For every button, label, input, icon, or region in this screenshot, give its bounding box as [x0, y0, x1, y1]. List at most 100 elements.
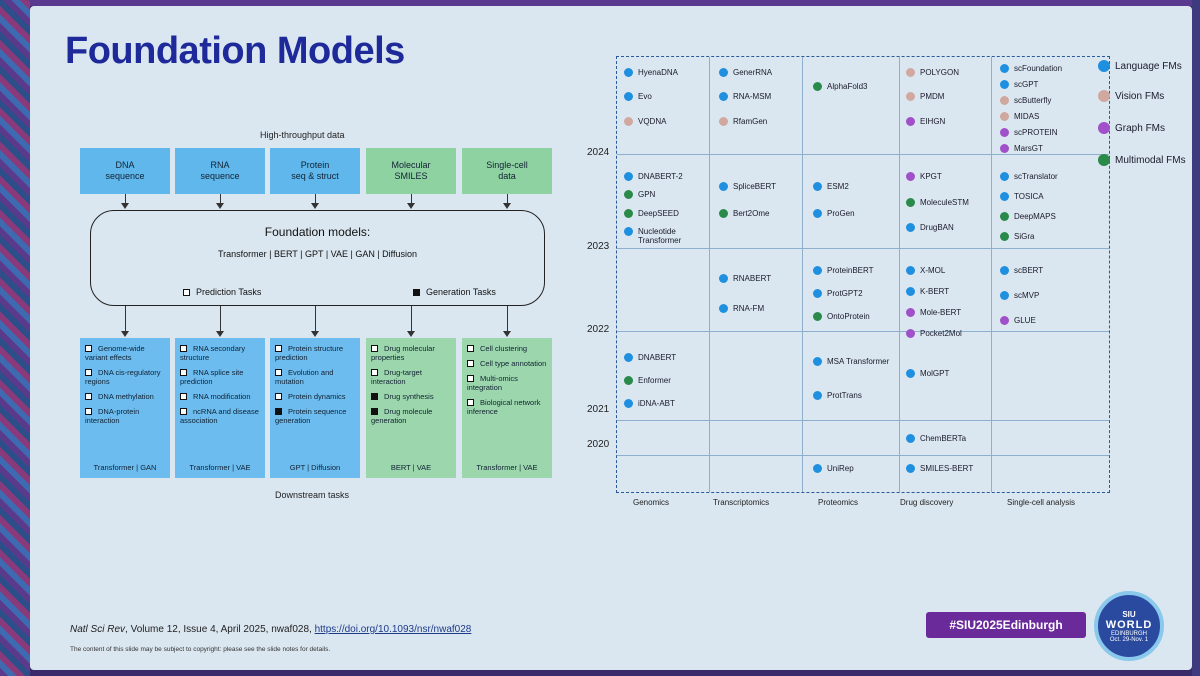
model-name: DeepSEED: [638, 209, 679, 218]
top-box-rna: RNA sequence: [175, 148, 265, 194]
model-item: iDNA-ABT: [624, 399, 675, 408]
prediction-tasks: Prediction Tasks: [183, 287, 261, 297]
model-item: SpliceBERT: [719, 182, 776, 191]
task-item: DNA cis-regulatory regions: [85, 368, 161, 386]
model-type-dot-icon: [624, 117, 633, 126]
model-item: AlphaFold3: [813, 82, 867, 91]
open-square-icon: [467, 399, 474, 406]
task-item: Cell clustering: [467, 344, 547, 353]
model-name: ESM2: [827, 182, 849, 191]
model-name: ProtTrans: [827, 391, 862, 400]
year-label: 2023: [587, 241, 610, 252]
model-name: SpliceBERT: [733, 182, 776, 191]
model-type-dot-icon: [1000, 64, 1009, 73]
model-type-dot-icon: [719, 274, 728, 283]
model-name: DNABERT-2: [638, 172, 683, 181]
model-name: EIHGN: [920, 117, 946, 126]
model-item: POLYGON: [906, 68, 959, 77]
arrow: [411, 194, 412, 204]
model-item: MoleculeSTM: [906, 198, 969, 207]
category-label: Drug discovery: [900, 498, 954, 507]
model-item: DNABERT-2: [624, 172, 683, 181]
arrowhead: [121, 203, 129, 209]
model-name: iDNA-ABT: [638, 399, 675, 408]
open-square-icon: [467, 360, 474, 367]
model-name: TOSICA: [1014, 192, 1044, 201]
model-item: MolGPT: [906, 369, 949, 378]
siu-world-logo: SIU WORLD EDINBURGH Oct. 29-Nov. 1: [1094, 591, 1164, 661]
grid-line: [617, 248, 1109, 249]
model-type-dot-icon: [813, 266, 822, 275]
arrow: [220, 194, 221, 204]
downstream-box-dna: Genome-wide variant effects DNA cis-regu…: [80, 338, 170, 478]
model-name: MoleculeSTM: [920, 198, 969, 207]
model-type-dot-icon: [813, 209, 822, 218]
model-type-dot-icon: [624, 190, 633, 199]
model-name: VQDNA: [638, 117, 667, 126]
open-square-icon: [180, 369, 187, 376]
doi-link[interactable]: https://doi.org/10.1093/nsr/nwaf028: [314, 624, 472, 635]
arrow: [507, 306, 508, 332]
task-item: Protein dynamics: [275, 392, 355, 401]
model-item: VQDNA: [624, 117, 666, 126]
model-type-dot-icon: [906, 434, 915, 443]
model-type-dot-icon: [906, 198, 915, 207]
model-type-dot-icon: [624, 92, 633, 101]
model-name: scBERT: [1014, 266, 1044, 275]
model-name: DeepMAPS: [1014, 212, 1056, 221]
model-type-dot-icon: [1000, 316, 1009, 325]
model-item: ProtTrans: [813, 391, 862, 400]
task-item: RNA modification: [180, 392, 260, 401]
model-item: RNA-MSM: [719, 92, 771, 101]
task-item: Drug molecular properties: [371, 344, 435, 362]
model-type-dot-icon: [624, 376, 633, 385]
model-name: RNA-MSM: [733, 92, 772, 101]
model-item: DNABERT: [624, 353, 676, 362]
model-type-dot-icon: [1000, 232, 1009, 241]
model-type-dot-icon: [719, 117, 728, 126]
model-type-dot-icon: [1000, 144, 1009, 153]
arrowhead: [216, 203, 224, 209]
model-name: Evo: [638, 92, 652, 101]
task-item: ncRNA and disease association: [180, 407, 259, 425]
slide-border-right: [1192, 0, 1200, 676]
model-type-dot-icon: [1000, 80, 1009, 89]
model-type-dot-icon: [624, 227, 633, 236]
model-item: EIHGN: [906, 117, 945, 126]
model-name: UniRep: [827, 464, 854, 473]
category-label: Proteomics: [818, 498, 859, 507]
model-type-dot-icon: [719, 209, 728, 218]
model-name: scButterfly: [1014, 96, 1052, 105]
model-name: ProGen: [827, 209, 855, 218]
year-label: 2020: [587, 439, 610, 450]
model-item: scButterfly: [1000, 96, 1051, 105]
arrowhead: [503, 331, 511, 337]
timeline-grid: [616, 56, 1110, 493]
model-type-dot-icon: [813, 312, 822, 321]
arrow: [315, 194, 316, 204]
model-name: POLYGON: [920, 68, 959, 77]
downstream-box-singlecell: Cell clustering Cell type annotation Mul…: [462, 338, 552, 478]
arrowhead: [407, 331, 415, 337]
model-name: MSA Transformer: [827, 357, 890, 366]
model-type-dot-icon: [813, 391, 822, 400]
model-item: scGPT: [1000, 80, 1038, 89]
model-name: SiGra: [1014, 232, 1035, 241]
box-footer: Transformer | GAN: [93, 463, 157, 472]
open-square-icon: [85, 408, 92, 415]
arrow: [411, 306, 412, 332]
model-item: TOSICA: [1000, 192, 1044, 201]
task-item: RNA splice site prediction: [180, 368, 244, 386]
model-name: DrugBAN: [920, 223, 954, 232]
legend-dot-icon: [1098, 90, 1110, 102]
model-item: MSA Transformer: [813, 357, 895, 366]
category-label: Transcriptomics: [713, 498, 770, 507]
model-item: RfamGen: [719, 117, 767, 126]
year-label: 2021: [587, 404, 610, 415]
model-item: RNABERT: [719, 274, 771, 283]
model-type-dot-icon: [906, 464, 915, 473]
model-item: scTranslator: [1000, 172, 1058, 181]
open-square-icon: [85, 369, 92, 376]
slide-border-top: [0, 0, 1200, 6]
model-type-dot-icon: [906, 308, 915, 317]
